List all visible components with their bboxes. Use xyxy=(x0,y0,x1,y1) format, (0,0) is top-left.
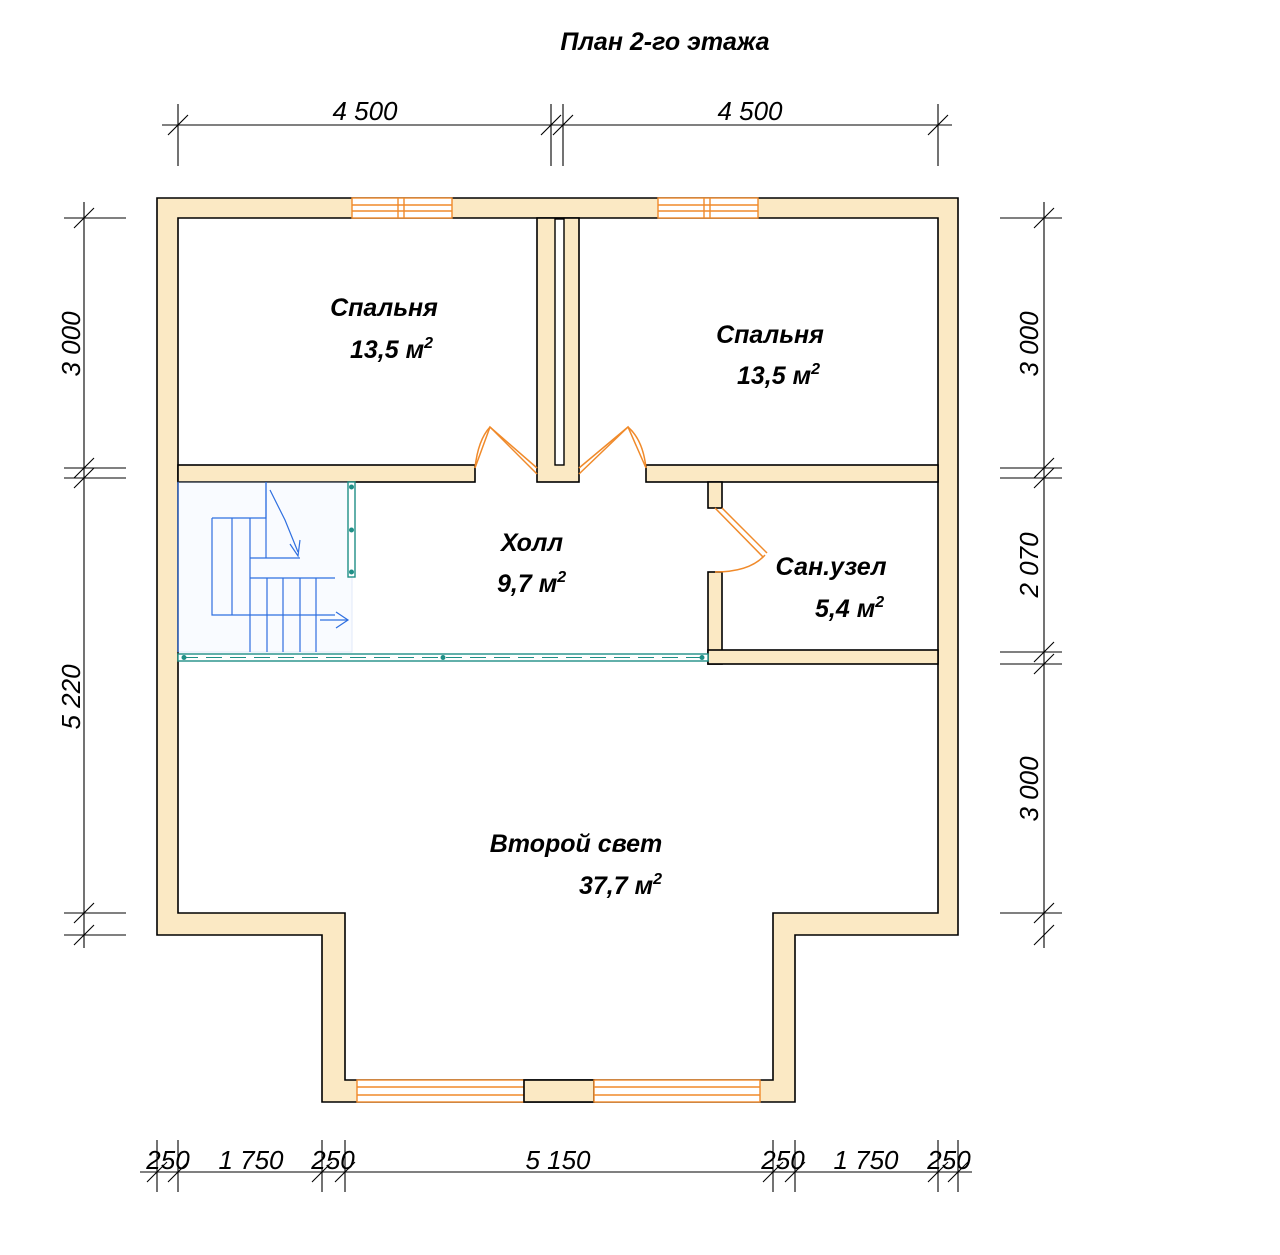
stair-arrow-head xyxy=(335,611,350,629)
room-name-bedroom-right: Спальня xyxy=(716,321,824,349)
doors xyxy=(474,425,768,573)
dim-right-2: 2 070 xyxy=(1014,532,1044,599)
stair-arrow-upper xyxy=(289,539,301,558)
door-left-bedroom xyxy=(474,425,538,475)
stair-direction-line xyxy=(269,489,299,553)
room-area-bedroom-right: 13,5 м2 xyxy=(737,361,820,390)
dim-bottom-5: 250 xyxy=(760,1145,805,1175)
dim-bottom-3: 250 xyxy=(310,1145,355,1175)
room-name-bathroom: Сан.узел xyxy=(775,553,886,581)
dim-bottom-2: 1 750 xyxy=(218,1145,284,1175)
room-name-bedroom-left: Спальня xyxy=(330,294,438,322)
window-top-left xyxy=(351,197,453,219)
dim-bottom-4: 5 150 xyxy=(525,1145,591,1175)
windows xyxy=(351,197,761,1103)
window-mullion xyxy=(523,1079,595,1103)
plan-title: План 2-го этажа xyxy=(560,28,769,56)
window-bottom-left xyxy=(356,1079,525,1103)
dim-top-2: 4 500 xyxy=(717,96,783,126)
dim-right-1: 3 000 xyxy=(1014,311,1044,377)
dim-bottom-6: 1 750 xyxy=(833,1145,899,1175)
room-area-hall: 9,7 м2 xyxy=(497,569,566,598)
room-area-bedroom-left: 13,5 м2 xyxy=(350,335,433,364)
center-partition-gap xyxy=(554,218,565,466)
room-labels: Спальня 13,5 м2 Спальня 13,5 м2 Холл 9,7… xyxy=(330,294,887,900)
room-area-bathroom: 5,4 м2 xyxy=(815,594,884,623)
stair-treads xyxy=(231,482,317,652)
wall-bath-upper-stub xyxy=(707,481,723,509)
room-area-second-light: 37,7 м2 xyxy=(579,871,662,900)
room-name-second-light: Второй свет xyxy=(490,830,663,858)
wall-right-bedroom xyxy=(645,464,939,483)
room-name-hall: Холл xyxy=(499,529,564,557)
wall-bath-bottom xyxy=(707,649,939,665)
dimension-top: 4 500 4 500 xyxy=(162,96,952,166)
window-bottom-right xyxy=(593,1079,761,1103)
outer-wall xyxy=(156,197,959,1103)
door-right-bedroom xyxy=(578,425,647,475)
dim-right-3: 3 000 xyxy=(1014,756,1044,822)
stair-flight-outline xyxy=(211,518,335,616)
window-top-right xyxy=(657,197,759,219)
walls xyxy=(156,197,959,1103)
dim-bottom-7: 250 xyxy=(926,1145,971,1175)
dim-top-1: 4 500 xyxy=(332,96,398,126)
door-bathroom xyxy=(714,507,768,573)
staircase xyxy=(177,481,353,653)
dimension-right: 3 000 2 070 3 000 xyxy=(1000,202,1062,948)
dim-left-1: 3 000 xyxy=(56,311,86,377)
wall-left-bedroom xyxy=(177,464,476,483)
dimension-bottom: 250 1 750 250 5 150 250 1 750 250 xyxy=(140,1140,972,1192)
dim-bottom-1: 250 xyxy=(145,1145,190,1175)
stair-opening xyxy=(177,481,353,653)
dimension-left: 3 000 5 220 xyxy=(56,202,126,948)
dim-left-2: 5 220 xyxy=(56,664,86,730)
railing xyxy=(177,481,709,662)
